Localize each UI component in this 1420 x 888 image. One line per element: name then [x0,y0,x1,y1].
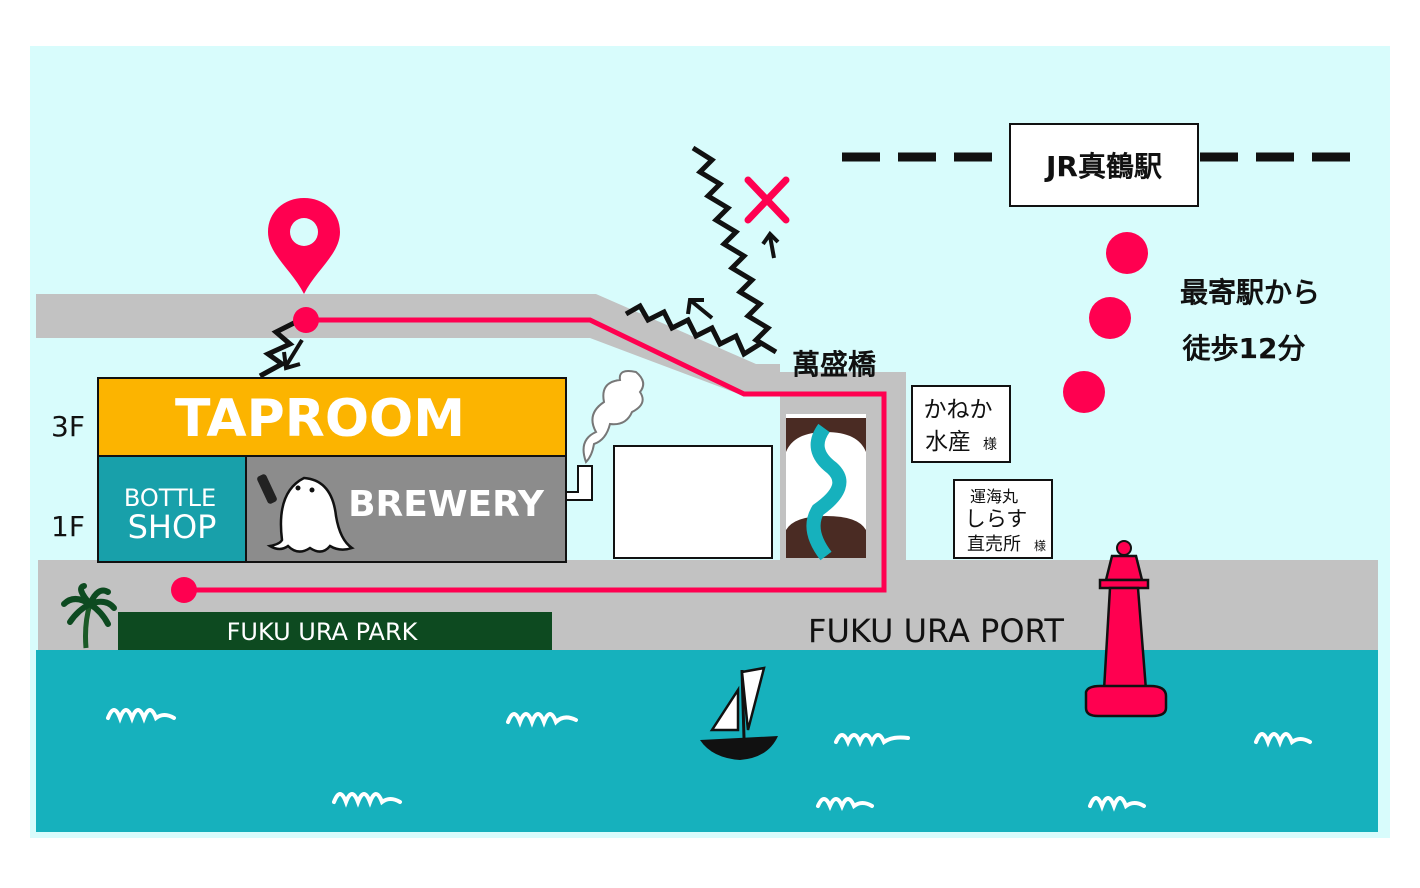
palm-tree-icon [61,583,117,649]
station-name: JR真鶴駅 [1044,150,1162,183]
arrow-icon [686,298,714,320]
walk-dot [1089,297,1131,339]
kaneka-line2: 水産 [925,429,971,455]
unkaimaru-line1: 運海丸 [970,487,1018,506]
unkaimaru-suffix: 様 [1034,539,1046,553]
taproom-label: TAPROOM [175,389,465,449]
neighbor-building [613,445,773,559]
bottle-shop [97,455,247,563]
floor-1f: 1F [51,510,85,543]
arrow-icon [282,338,304,371]
kaneka-suffix: 様 [983,437,997,453]
station-box [1009,123,1199,207]
zigzag-entrance [258,319,298,379]
park-name: FUKU URA PARK [227,618,419,646]
zigzag-path-2 [624,302,762,358]
walking-route [184,317,887,593]
ghost-mascot-icon [257,474,355,553]
park-sign [118,612,552,650]
unkaimaru-sign [953,479,1053,559]
walk-dot [1106,232,1148,274]
kaneka-sign [911,385,1011,463]
walk-note-line2: 徒歩12分 [1182,332,1306,365]
zigzag-path [691,145,778,355]
route-start [171,577,197,603]
arrow-icon [761,230,780,259]
walk-dot [1063,371,1105,413]
bridge-top [786,418,866,452]
bridge-bottom [786,516,866,558]
bottle-shop-line2: SHOP [128,508,217,546]
bridge-name: 萬盛橋 [792,348,877,381]
sailboat-icon [700,666,778,760]
bottle-shop-line1: BOTTLE [124,484,216,512]
lighthouse-buoy-icon [1084,540,1168,718]
river [806,423,847,561]
port-name: FUKU URA PORT [808,612,1064,650]
unkaimaru-line3: 直売所 [967,534,1021,555]
smoke-icon [582,370,645,464]
walk-note-line1: 最寄駅から [1180,276,1320,309]
brewery-label: BREWERY [348,484,545,525]
floor-3f: 3F [51,410,85,443]
route-end [293,307,319,333]
wave-icon [106,708,1312,812]
kaneka-line1: かねか [924,397,993,423]
location-pin-icon [268,198,340,294]
cross-mark-icon [744,176,790,224]
taproom-floor [97,377,567,457]
unkaimaru-line2: しらす [965,507,1028,531]
